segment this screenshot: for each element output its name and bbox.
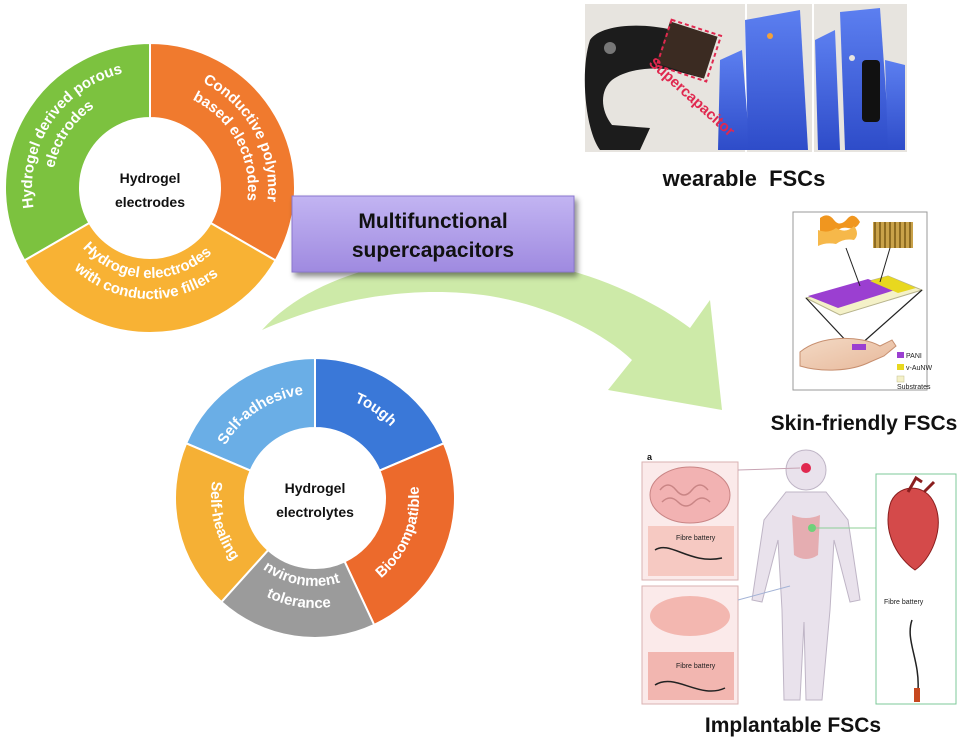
banner [291,195,575,273]
segment-biocompatible [343,441,456,627]
segment-self-healing [174,441,270,604]
implantable-caption: Implantable FSCs [705,714,881,737]
legend-label-vaunw: v-AuNW [906,365,932,372]
legend-swatch-pani [897,352,904,358]
segment-tough [314,356,446,472]
segment-conductive-polymer [149,41,296,262]
segment-environmental-tolerance [219,548,376,639]
legend-swatch-vaunw [897,364,904,370]
segment-conductive-fillers [23,221,277,334]
skin-caption: Skin-friendly FSCs [771,412,958,435]
electrolytes-center-label-1: Hydrogel [285,480,346,496]
fibre-label-heart: Fibre battery [884,599,924,606]
legend-label-substrates: Substrates [897,384,931,391]
skin-friendly-illustration [792,211,928,391]
legend-label-pani: PANI [906,353,922,360]
fibre-label-brain: Fibre battery [676,535,716,542]
wearable-caption: wearable FSCs [662,166,826,191]
fibre-label-skin: Fibre battery [676,663,716,670]
implant-panel-letter: a [647,452,653,462]
legend-swatch-substrates [896,375,905,383]
segment-hydrogel-derived [4,41,151,262]
banner-line2: supercapacitors [352,239,514,262]
segment-self-adhesive [184,356,316,472]
wearable-photo [584,4,907,152]
electrodes-center-label-1: Hydrogel [120,170,181,186]
electrolytes-center-label-2: electrolytes [276,504,354,520]
flow-arrow [262,257,722,410]
electrodes-center-label-2: electrodes [115,194,185,210]
electrodes-donut: Hydrogel derived porouselectrodesConduct… [4,41,296,334]
banner-line1: Multifunctional [358,210,507,233]
implantable-illustration [641,449,957,705]
